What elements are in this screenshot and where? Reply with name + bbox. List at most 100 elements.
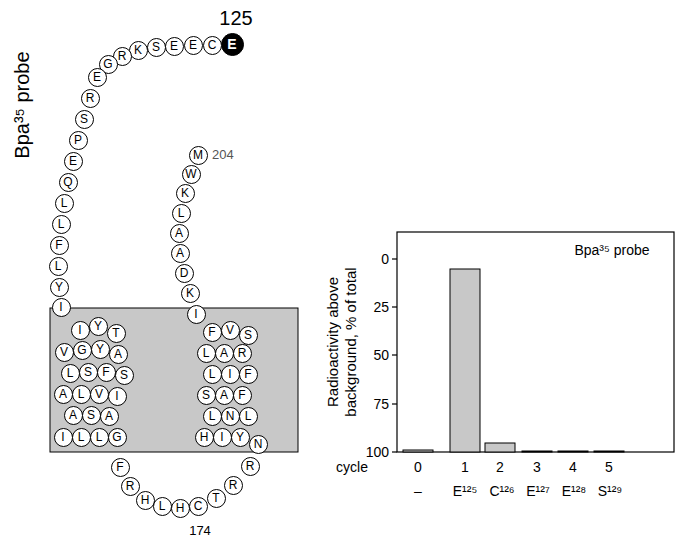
residue-circle: I bbox=[71, 321, 90, 340]
residue-circle: A bbox=[54, 385, 73, 404]
residue-circle: E bbox=[64, 152, 83, 171]
residue-letter: H bbox=[141, 494, 150, 506]
residue-letter: S bbox=[80, 113, 88, 125]
residue-letter: R bbox=[118, 50, 127, 62]
residue-letter: D bbox=[180, 267, 189, 279]
residue-letter: H bbox=[200, 431, 209, 443]
residue-letter: E bbox=[227, 37, 236, 51]
residue-circle: E bbox=[184, 36, 203, 55]
residue-circle: E bbox=[88, 68, 107, 87]
residue-letter: R bbox=[238, 347, 247, 359]
residue-circle: A bbox=[170, 224, 189, 243]
bar bbox=[594, 451, 624, 452]
residue-circle: A bbox=[100, 407, 119, 426]
residue-letter: R bbox=[126, 480, 135, 492]
residue-circle: I bbox=[54, 428, 73, 447]
residue-letter: E bbox=[93, 71, 101, 83]
y-ticks bbox=[392, 259, 397, 452]
residue-circle: L bbox=[49, 257, 68, 276]
category-label: 5 bbox=[605, 459, 613, 476]
residue-circle: T bbox=[207, 489, 226, 508]
residue-letter: Y bbox=[96, 343, 104, 355]
residue-number: 174 bbox=[189, 523, 211, 539]
residue-letter: A bbox=[59, 388, 67, 400]
residue-letter: F bbox=[244, 368, 251, 380]
residue-letter: L bbox=[245, 410, 252, 422]
tick-label: 100 bbox=[366, 444, 389, 461]
residue-letter: A bbox=[105, 410, 113, 422]
residue-circle: I bbox=[52, 298, 71, 317]
residue-letter: P bbox=[74, 134, 82, 146]
residue-letter: R bbox=[86, 92, 95, 104]
axis-title: cycle bbox=[336, 459, 368, 476]
residue-circle: S bbox=[147, 38, 166, 57]
residue-circle: G bbox=[73, 341, 92, 360]
residue-circle: R bbox=[224, 476, 243, 495]
residue-letter: N bbox=[254, 438, 263, 450]
residue-letter: A bbox=[176, 247, 184, 259]
residue-circle: E bbox=[165, 37, 184, 56]
residue-circle: R bbox=[233, 344, 252, 363]
residue-letter: F bbox=[116, 461, 123, 473]
residue-circle: T bbox=[107, 324, 126, 343]
residue-letter: I bbox=[220, 431, 223, 443]
bar bbox=[403, 450, 433, 452]
residue-letter: L bbox=[67, 367, 74, 379]
residue-letter: K bbox=[186, 287, 194, 299]
residue-letter: A bbox=[114, 348, 122, 360]
residue-letter: G bbox=[77, 344, 86, 356]
residue-letter: I bbox=[115, 390, 118, 402]
category-label: 2 bbox=[496, 459, 504, 476]
category-label: E¹²⁷ bbox=[526, 483, 550, 500]
residue-letter: G bbox=[103, 58, 112, 70]
residue-circle: V bbox=[90, 385, 109, 404]
category-label: S¹²⁹ bbox=[598, 483, 623, 500]
residue-number: 125 bbox=[219, 6, 252, 30]
residue-letter: F bbox=[102, 366, 109, 378]
residue-circle: L bbox=[55, 194, 74, 213]
category-label: C¹²⁶ bbox=[489, 483, 514, 500]
residue-letter: K bbox=[181, 187, 189, 199]
residue-letter: V bbox=[226, 324, 234, 336]
residue-letter: Y bbox=[236, 431, 244, 443]
residue-letter: L bbox=[178, 207, 185, 219]
residue-letter: S bbox=[244, 329, 252, 341]
residue-circle: C bbox=[203, 36, 222, 55]
residue-circle: L bbox=[90, 428, 109, 447]
residue-letter: E bbox=[170, 40, 178, 52]
residue-letter: H bbox=[176, 502, 185, 514]
residue-circle: L bbox=[203, 365, 222, 384]
residue-letter: R bbox=[229, 479, 238, 491]
residue-circle: C bbox=[189, 497, 208, 516]
residue-circle: P bbox=[69, 131, 88, 150]
residue-letter: L bbox=[55, 260, 62, 272]
residue-circle: L bbox=[72, 385, 91, 404]
residue-circle: A bbox=[215, 386, 234, 405]
residue-letter: T bbox=[212, 492, 219, 504]
residue-letter: I bbox=[194, 308, 197, 320]
residue-circle: F bbox=[97, 363, 116, 382]
residue-circle: L bbox=[203, 407, 222, 426]
residue-circle: A bbox=[109, 345, 128, 364]
residue-circle: A bbox=[215, 344, 234, 363]
residue-circle: L bbox=[61, 364, 80, 383]
panel-label: Bpa³⁵ probe bbox=[10, 51, 34, 158]
tick-label: 25 bbox=[373, 299, 389, 316]
residue-circle: Y bbox=[50, 278, 69, 297]
residue-circle: Y bbox=[231, 428, 250, 447]
residue-letter: L bbox=[209, 368, 216, 380]
residue-circle: F bbox=[233, 386, 252, 405]
axis-title: Radioactivity above background, % of tot… bbox=[324, 252, 360, 432]
category-label: 1 bbox=[461, 459, 469, 476]
residue-circle: H bbox=[195, 428, 214, 447]
residue-letter: R bbox=[246, 460, 255, 472]
residue-letter: C bbox=[208, 39, 217, 51]
residue-letter: F bbox=[238, 389, 245, 401]
residue-circle: Y bbox=[91, 340, 110, 359]
residue-circle: I bbox=[108, 387, 127, 406]
residue-letter: L bbox=[78, 431, 85, 443]
residue-letter: L bbox=[61, 197, 68, 209]
residue-circle: A bbox=[64, 406, 83, 425]
tick-label: 50 bbox=[373, 347, 389, 364]
